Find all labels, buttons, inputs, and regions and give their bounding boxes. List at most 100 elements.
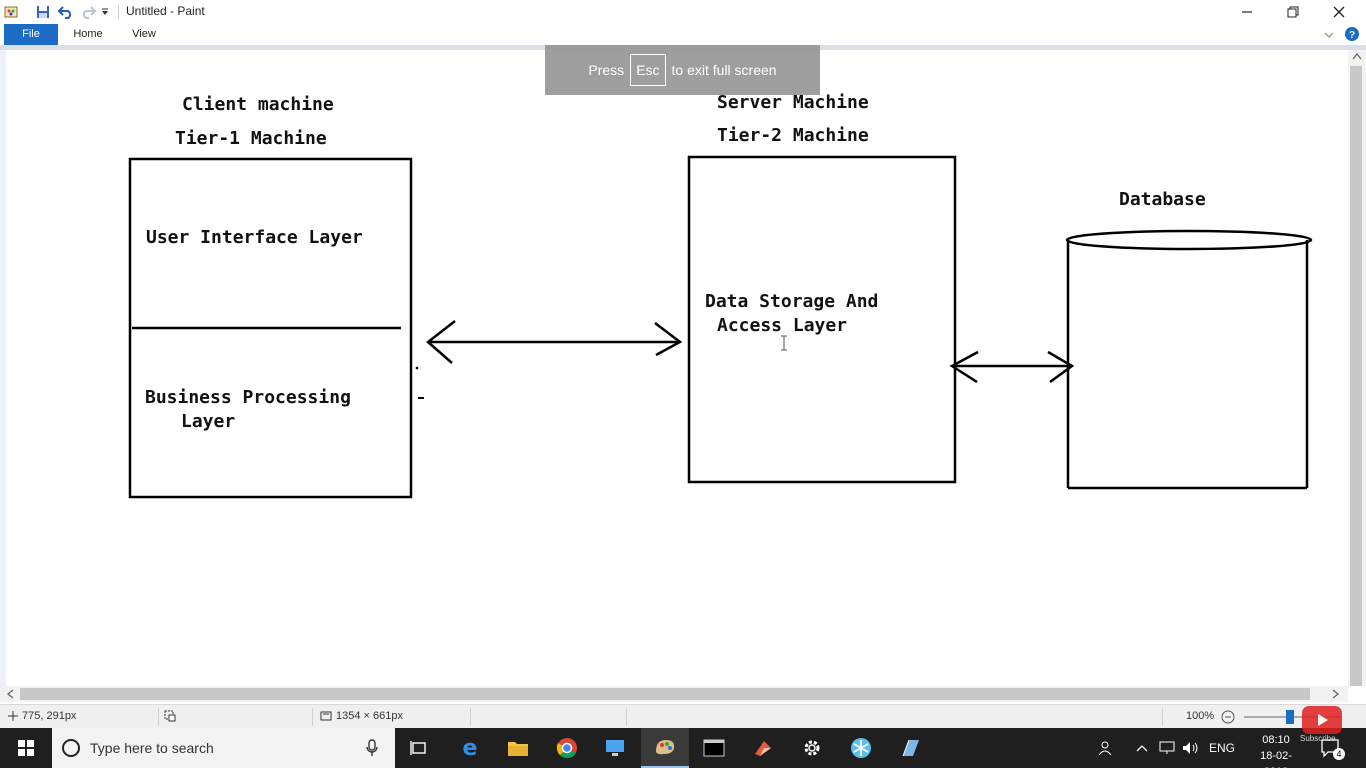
taskbar-clock[interactable]: 08:10 18-02-2019 [1248, 732, 1304, 768]
settings-gear-icon[interactable] [788, 728, 836, 768]
selection-icon [164, 710, 176, 722]
notes-app-icon[interactable] [886, 728, 934, 768]
restore-icon [1287, 6, 1299, 18]
title-bar: Untitled - Paint [0, 0, 1366, 24]
status-separator [626, 708, 627, 726]
scroll-left-icon[interactable] [6, 689, 14, 702]
snowflake-app-icon[interactable] [837, 728, 885, 768]
edge-browser-icon[interactable]: e [446, 728, 494, 768]
server-machine-label: Server Machine [717, 92, 869, 113]
ribbon-tabs: File Home View ? [0, 24, 1366, 45]
esc-key-badge: Esc [630, 54, 666, 86]
notification-center-icon[interactable]: 4 [1320, 728, 1345, 768]
database-label: Database [1119, 189, 1206, 210]
ui-layer-label: User Interface Layer [146, 227, 363, 248]
tab-home[interactable]: Home [73, 28, 103, 40]
title-separator [118, 5, 119, 19]
restore-button[interactable] [1270, 0, 1316, 24]
network-icon[interactable] [1158, 728, 1176, 768]
status-separator [158, 708, 159, 726]
people-icon[interactable] [1098, 728, 1114, 768]
status-bar: 775, 291px 1354 × 661px 100% [0, 704, 1366, 728]
scroll-up-icon[interactable] [1352, 52, 1362, 63]
show-hidden-icons-icon[interactable] [1136, 728, 1148, 768]
svg-text:e: e [463, 737, 478, 759]
minimize-button[interactable] [1224, 0, 1270, 24]
selection-size-status [164, 710, 176, 722]
minimize-icon [1242, 11, 1252, 13]
business-layer-label-line2: Layer [181, 411, 236, 432]
drawing-canvas[interactable]: Client machine Tier-1 Machine User Inter… [0, 50, 1348, 686]
database-cylinder [1065, 229, 1313, 490]
search-placeholder: Type here to search [90, 740, 214, 756]
stray-dot [415, 366, 419, 370]
clock-time: 08:10 [1262, 734, 1290, 746]
terminal-icon[interactable] [690, 728, 738, 768]
vertical-scrollbar[interactable] [1348, 50, 1366, 686]
help-icon[interactable]: ? [1344, 26, 1360, 47]
customize-dropdown-icon[interactable] [98, 3, 112, 21]
close-button[interactable] [1316, 0, 1362, 24]
microphone-icon[interactable] [366, 739, 378, 757]
cursor-position-text: 775, 291px [22, 710, 77, 722]
status-separator [1162, 708, 1163, 726]
volume-icon[interactable] [1182, 728, 1200, 768]
client-machine-label: Client machine [182, 94, 334, 115]
horizontal-scroll-thumb[interactable] [20, 688, 1310, 700]
text-cursor-icon [781, 335, 787, 351]
vertical-scroll-thumb[interactable] [1350, 66, 1362, 686]
file-explorer-icon[interactable] [494, 728, 542, 768]
tab-file[interactable]: File [4, 24, 58, 45]
windows-logo-icon [18, 740, 34, 756]
toast-suffix: to exit full screen [671, 62, 777, 78]
canvas-size-status: 1354 × 661px [320, 710, 403, 722]
cursor-position-status: 775, 291px [8, 710, 76, 722]
horizontal-scrollbar[interactable] [0, 686, 1348, 702]
client-server-arrow [426, 320, 683, 364]
canvas-size-icon [320, 711, 332, 721]
start-button[interactable] [0, 728, 52, 768]
paint-taskbar-icon[interactable] [641, 728, 689, 768]
zoom-level: 100% [1186, 710, 1214, 722]
notification-count-badge: 4 [1333, 748, 1345, 760]
server-machine-box [687, 155, 957, 484]
youtube-subscribe-icon[interactable] [1302, 706, 1342, 734]
window-title: Untitled - Paint [126, 4, 205, 18]
client-machine-box [128, 157, 413, 499]
redo-icon[interactable] [79, 3, 97, 21]
collapse-ribbon-icon[interactable] [1324, 27, 1334, 45]
cortana-icon [62, 739, 80, 757]
data-layer-label-line1: Data Storage And [705, 291, 879, 312]
server-database-arrow [949, 350, 1075, 384]
status-separator [312, 708, 313, 726]
task-view-icon[interactable] [395, 728, 443, 768]
zoom-out-icon[interactable] [1221, 710, 1235, 727]
taskbar-search-box[interactable]: Type here to search [52, 728, 395, 768]
clock-date: 18-02-2019 [1260, 750, 1292, 768]
close-icon [1333, 6, 1345, 18]
taskbar: Type here to search e [0, 728, 1366, 768]
undo-icon[interactable] [57, 3, 75, 21]
language-indicator[interactable]: ENG [1209, 741, 1236, 755]
paint-icon[interactable] [3, 3, 21, 21]
tier1-machine-label: Tier-1 Machine [175, 128, 327, 149]
diagram-drawing [128, 155, 1313, 499]
snip-tool-icon[interactable] [739, 728, 787, 768]
tab-view[interactable]: View [132, 28, 156, 40]
toast-prefix: Press [588, 62, 625, 78]
fullscreen-exit-toast: Press Esc to exit full screen [545, 45, 820, 95]
zoom-slider-thumb[interactable] [1286, 710, 1294, 724]
canvas-size-text: 1354 × 661px [336, 710, 403, 722]
remote-desktop-icon[interactable] [592, 728, 640, 768]
zoom-level-text: 100% [1186, 710, 1215, 722]
save-icon[interactable] [34, 3, 52, 21]
move-cursor-icon [8, 711, 18, 721]
subscribe-label: Subscribe [1300, 734, 1336, 743]
chrome-icon[interactable] [543, 728, 591, 768]
svg-text:?: ? [1349, 30, 1355, 41]
tier2-machine-label: Tier-2 Machine [717, 125, 869, 146]
scroll-right-icon[interactable] [1332, 689, 1340, 702]
status-separator [470, 708, 471, 726]
business-layer-label-line1: Business Processing [145, 387, 351, 408]
